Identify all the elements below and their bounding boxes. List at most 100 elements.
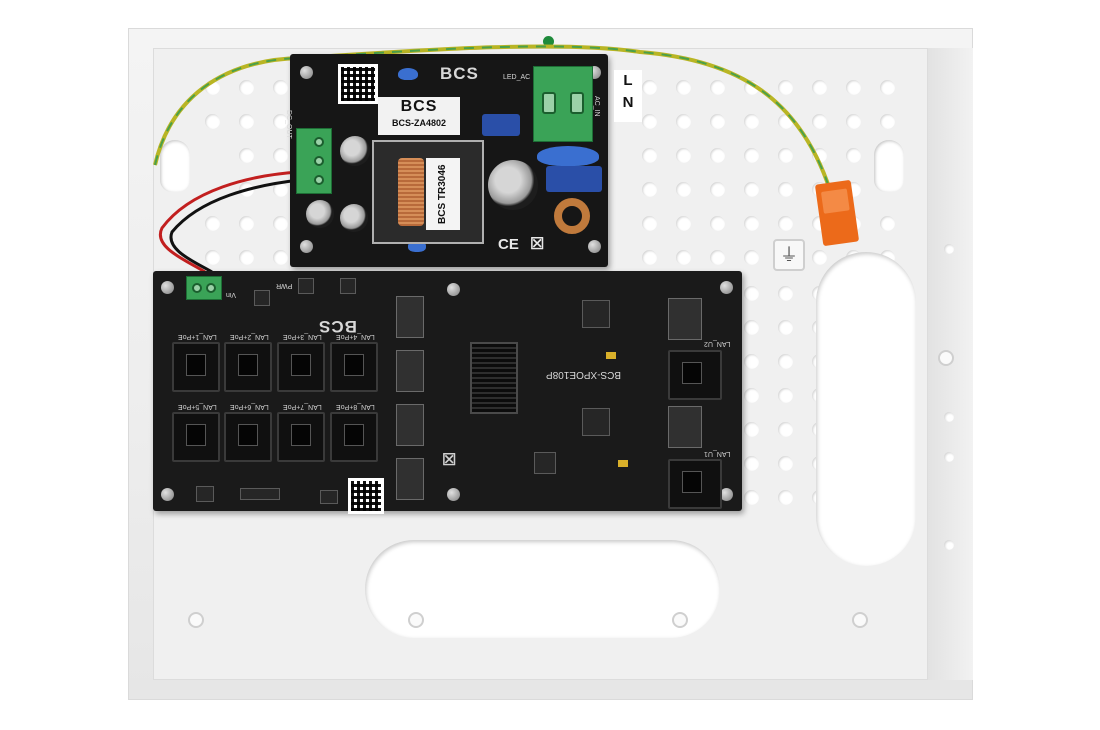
terminal-screw bbox=[192, 283, 202, 293]
vent-hole bbox=[710, 250, 725, 265]
psu-silkscreen-brand: BCS bbox=[440, 64, 479, 83]
vent-hole bbox=[710, 80, 725, 95]
vent-hole bbox=[846, 148, 861, 163]
x-capacitor-blue bbox=[482, 114, 520, 136]
vent-hole bbox=[273, 148, 288, 163]
mounting-screw-hole bbox=[188, 612, 204, 628]
rj45-port[interactable] bbox=[277, 412, 325, 462]
vent-hole bbox=[676, 182, 691, 197]
vent-hole bbox=[239, 216, 254, 231]
dc-power-wire-black bbox=[169, 178, 301, 274]
pcb-mounting-screw bbox=[447, 283, 460, 296]
flange-hole bbox=[944, 244, 954, 254]
transformer-bobbin-label: BCS TR3046 bbox=[426, 158, 460, 230]
vent-hole bbox=[778, 320, 793, 335]
vent-hole bbox=[642, 250, 657, 265]
lan-transformer bbox=[668, 406, 702, 448]
rj45-port[interactable] bbox=[172, 412, 220, 462]
bulk-capacitor bbox=[488, 160, 538, 210]
rj45-port[interactable] bbox=[224, 412, 272, 462]
vent-hole bbox=[880, 80, 895, 95]
port-label: LAN_U1 bbox=[704, 450, 731, 457]
ac-in-label: AC_IN bbox=[593, 96, 600, 117]
dip-switch[interactable] bbox=[240, 488, 280, 500]
vent-hole bbox=[812, 250, 827, 265]
vent-hole bbox=[778, 286, 793, 301]
rj45-uplink-port[interactable] bbox=[668, 350, 722, 400]
inductor-square bbox=[298, 278, 314, 294]
vent-hole bbox=[642, 148, 657, 163]
rj45-uplink-port[interactable] bbox=[668, 459, 722, 509]
vent-hole bbox=[778, 354, 793, 369]
vent-hole bbox=[744, 216, 759, 231]
rj45-port[interactable] bbox=[330, 342, 378, 392]
tantalum-capacitor bbox=[618, 460, 628, 467]
vent-hole bbox=[744, 320, 759, 335]
ce-mark: CE bbox=[498, 236, 519, 253]
vent-hole bbox=[273, 250, 288, 265]
dc-out-label: DC_OUT bbox=[285, 110, 292, 139]
neutral-label: N bbox=[622, 94, 634, 111]
phy-chip bbox=[582, 408, 610, 436]
vent-hole bbox=[778, 456, 793, 471]
vent-hole bbox=[744, 182, 759, 197]
rj45-port[interactable] bbox=[330, 412, 378, 462]
phy-chip bbox=[582, 300, 610, 328]
vent-hole bbox=[778, 80, 793, 95]
vent-hole bbox=[642, 80, 657, 95]
lan-transformer bbox=[396, 458, 424, 500]
vent-hole bbox=[676, 80, 691, 95]
pcb-mounting-screw bbox=[720, 281, 733, 294]
terminal-screw bbox=[542, 92, 556, 114]
flange-hole bbox=[944, 452, 954, 462]
vent-hole bbox=[676, 114, 691, 129]
earth-wire-stripe bbox=[154, 45, 831, 191]
inductor-square bbox=[254, 290, 270, 306]
toroidal-inductor bbox=[554, 198, 590, 234]
vent-hole bbox=[744, 422, 759, 437]
dc-power-wire-red bbox=[158, 170, 301, 274]
rj45-port[interactable] bbox=[277, 342, 325, 392]
vin-label: Vin bbox=[226, 291, 236, 298]
switch-model-label: BCS-XPOE108P bbox=[546, 369, 622, 380]
vent-hole bbox=[880, 216, 895, 231]
mounting-screw-hole bbox=[852, 612, 868, 628]
vent-hole bbox=[273, 182, 288, 197]
pcb-mounting-screw bbox=[300, 240, 313, 253]
pcb-mounting-screw bbox=[447, 488, 460, 501]
rj45-port[interactable] bbox=[172, 342, 220, 392]
vent-hole bbox=[642, 182, 657, 197]
port-label: LAN_1+PoE bbox=[178, 333, 217, 340]
cable-entry-slot-horizontal bbox=[365, 540, 720, 638]
vent-hole bbox=[744, 114, 759, 129]
terminal-screw bbox=[314, 175, 324, 185]
rj45-port[interactable] bbox=[224, 342, 272, 392]
vent-hole bbox=[273, 114, 288, 129]
x-capacitor-blue bbox=[546, 166, 602, 192]
flange-hole bbox=[944, 540, 954, 550]
vent-hole bbox=[744, 148, 759, 163]
port-label: LAN_U2 bbox=[704, 340, 731, 347]
pcb-mounting-screw bbox=[588, 240, 601, 253]
pcb-mounting-screw bbox=[161, 281, 174, 294]
switch-qr-code bbox=[348, 478, 384, 514]
vent-hole bbox=[744, 286, 759, 301]
vent-hole bbox=[744, 490, 759, 505]
vent-hole bbox=[239, 114, 254, 129]
vent-hole bbox=[273, 216, 288, 231]
vent-hole bbox=[642, 216, 657, 231]
pcb-mounting-screw bbox=[161, 488, 174, 501]
tantalum-capacitor bbox=[606, 352, 616, 359]
mounting-keyhole-right bbox=[874, 140, 904, 192]
line-neutral-label: L N bbox=[614, 70, 642, 122]
psu-model-sticker: BCS BCS-ZA4802 bbox=[378, 97, 460, 135]
port-label: LAN_5+PoE bbox=[178, 403, 217, 410]
crossed-bin-icon: ☒ bbox=[530, 236, 545, 253]
vent-hole bbox=[846, 80, 861, 95]
port-label: LAN_8+PoE bbox=[336, 403, 375, 410]
vent-hole bbox=[744, 456, 759, 471]
port-label: LAN_2+PoE bbox=[230, 333, 269, 340]
vent-hole bbox=[676, 216, 691, 231]
vent-hole bbox=[676, 250, 691, 265]
